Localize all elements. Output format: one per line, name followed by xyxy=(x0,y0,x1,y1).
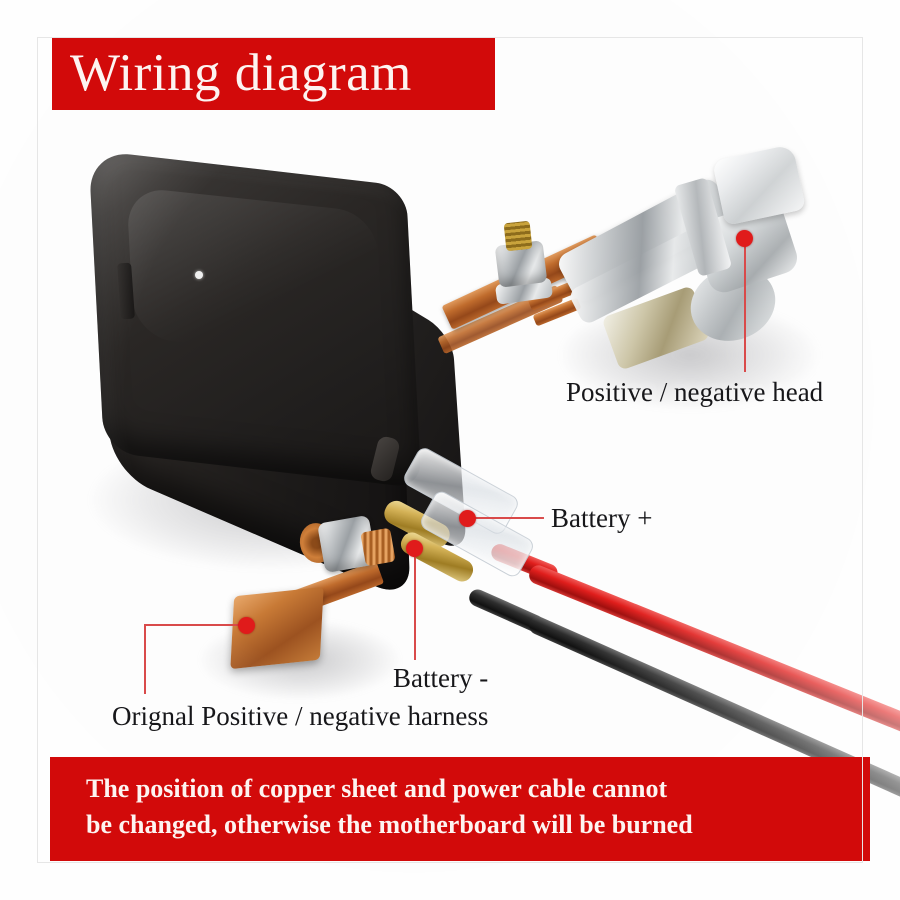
callout-label-battery-minus: Battery - xyxy=(393,663,489,693)
callout-dot-battery-plus xyxy=(459,510,476,527)
warning-banner: The position of copper sheet and power c… xyxy=(50,757,870,861)
terminal-clamp-head xyxy=(712,144,806,226)
threaded-stud-upper xyxy=(503,220,533,252)
copper-stud-lower xyxy=(360,527,396,567)
callout-label-original-harness: Orignal Positive / negative harness xyxy=(112,701,489,731)
leader-line-battery-plus xyxy=(474,517,544,519)
relay-marker-dot xyxy=(195,271,203,279)
warning-line-2: be changed, otherwise the motherboard wi… xyxy=(86,810,693,839)
callout-dot-original-harness xyxy=(238,617,255,634)
warning-line-1: The position of copper sheet and power c… xyxy=(86,774,668,803)
leader-line-harness-vertical xyxy=(144,624,146,694)
title-banner: Wiring diagram xyxy=(52,38,495,110)
leader-line-positive-negative-head xyxy=(744,246,746,372)
callout-label-battery-plus: Battery + xyxy=(551,503,653,533)
leader-line-battery-minus xyxy=(414,556,416,660)
relay-highlight xyxy=(126,186,384,364)
callout-dot-positive-negative-head xyxy=(736,230,753,247)
callout-dot-battery-minus xyxy=(406,540,423,557)
callout-label-positive-negative-head: Positive / negative head xyxy=(566,377,824,407)
leader-line-harness-horizontal xyxy=(144,624,248,626)
